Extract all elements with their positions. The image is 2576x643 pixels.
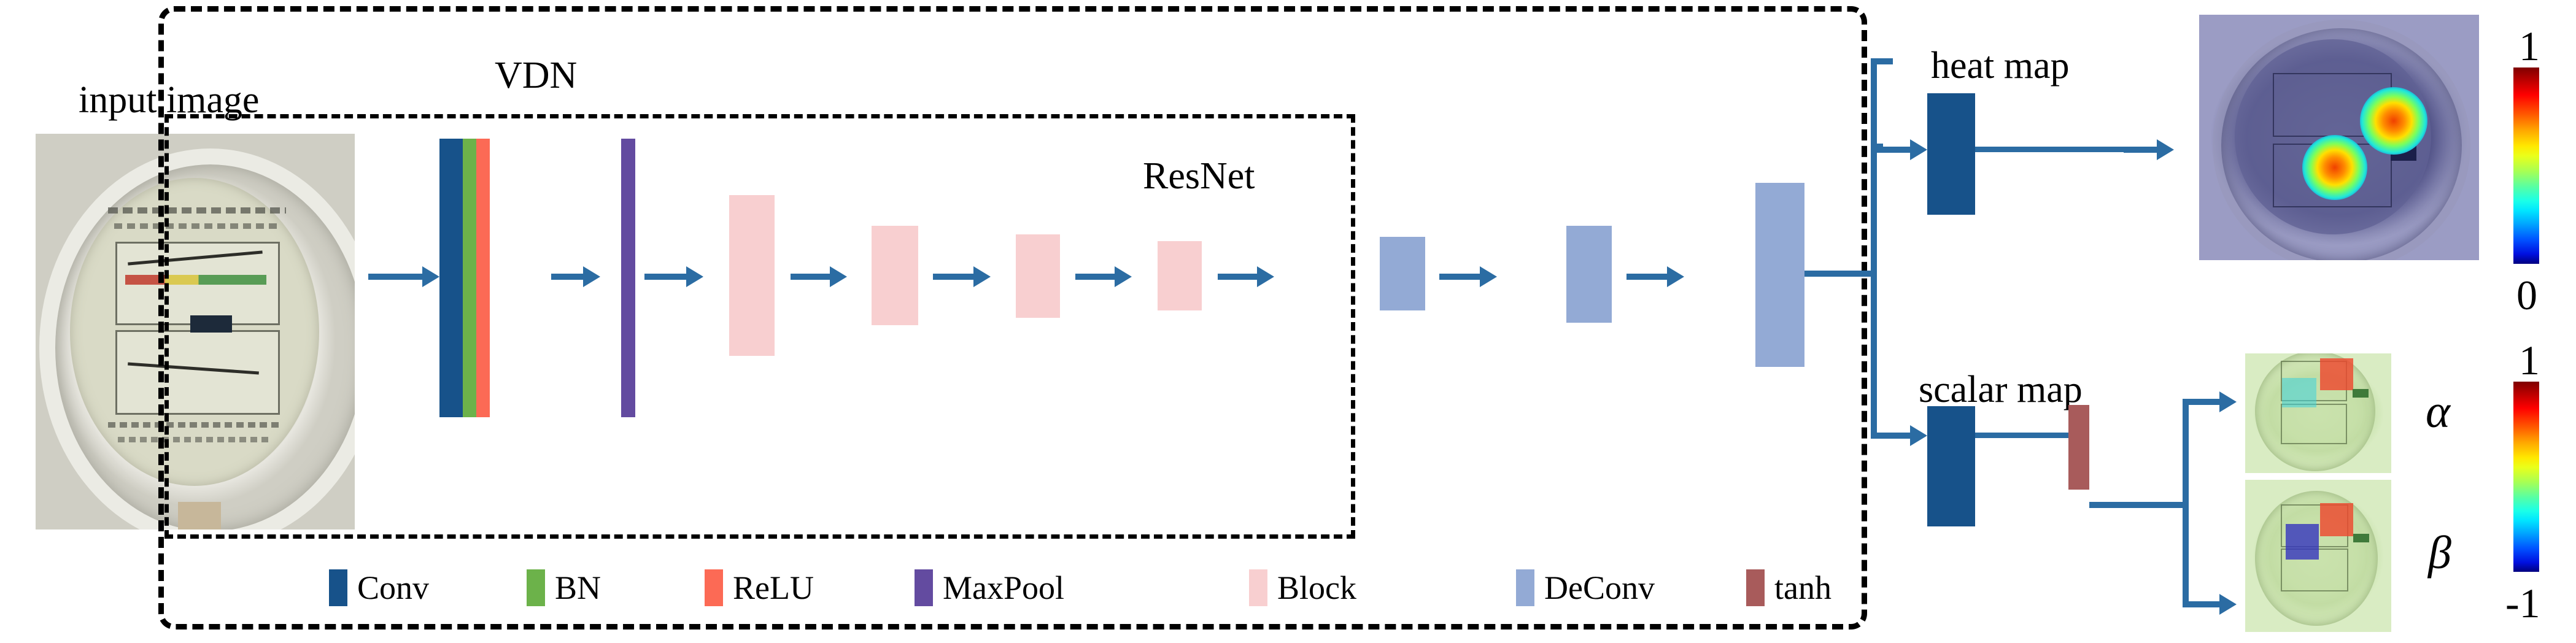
meter-brand-plate: [190, 315, 232, 333]
arrow-to-heat-conv: [1877, 147, 1911, 153]
split-vertical-line: [1871, 58, 1877, 439]
beta-brand-plate: [2353, 534, 2369, 542]
scalar-colorbar-bottom-label: -1: [2505, 580, 2540, 626]
legend-label-deconv: DeConv: [1544, 569, 1655, 606]
scalar-map-conv-block: [1927, 406, 1975, 526]
heat-branch-line: [1871, 58, 1893, 64]
deconv-swatch-icon: [1516, 569, 1534, 606]
heatmap-hotspot-1: [2360, 87, 2427, 155]
scalar-map-label: scalar map: [1919, 369, 2083, 410]
legend-label-block: Block: [1277, 569, 1356, 606]
beta-output-image: [2245, 480, 2391, 632]
stem-relu-block: [476, 139, 490, 417]
alpha-gauge-lower: [2281, 404, 2347, 444]
stem-maxpool-block: [621, 139, 635, 417]
alpha-cyan-patch: [2282, 378, 2316, 407]
alpha-brand-plate: [2353, 389, 2369, 398]
alpha-meter-face: [2255, 353, 2375, 471]
arrow-input-to-conv: [368, 274, 424, 280]
arrow-to-alpha-output: [2183, 399, 2221, 405]
block-swatch-icon: [1249, 569, 1267, 606]
arrow-block4-to-deconv1: [1218, 274, 1258, 280]
legend-item-relu: ReLU: [705, 569, 814, 606]
legend-label-maxpool: MaxPool: [943, 569, 1065, 606]
alpha-symbol-label: α: [2426, 386, 2450, 437]
deconv-block-2: [1566, 226, 1612, 323]
resnet-label: ResNet: [1143, 155, 1255, 197]
arrow-deconv1-to-deconv2: [1439, 274, 1481, 280]
arrow-to-beta-output: [2183, 601, 2221, 607]
scalar-branch-elbow: [1871, 433, 1883, 439]
meter-footer-text: [108, 422, 282, 428]
deconv-block-1: [1380, 237, 1425, 310]
arrow-heat-to-output: [2124, 147, 2158, 153]
resnet-boundary: [164, 114, 1355, 539]
scalar-map-tanh-block: [2068, 405, 2089, 490]
legend-label-tanh: tanh: [1774, 569, 1831, 606]
legend-item-tanh: tanh: [1746, 569, 1831, 606]
arrow-deconv2-to-deconv3: [1626, 274, 1668, 280]
legend-item-conv: Conv: [329, 569, 429, 606]
resnet-block-1: [729, 195, 775, 356]
heat-map-out-line: [1975, 147, 2147, 152]
vdn-boundary: [158, 6, 1867, 630]
stem-conv-block: [439, 139, 463, 417]
meter-header-text-2: [114, 223, 279, 229]
arrow-block3-to-block4: [1075, 274, 1116, 280]
heat-branch-elbow: [1871, 144, 1883, 150]
relu-swatch-icon: [705, 569, 723, 606]
legend-label-relu: ReLU: [733, 569, 814, 606]
meter-header-text: [108, 207, 286, 214]
heat-map-output-image: [2199, 15, 2479, 260]
legend-label-bn: BN: [555, 569, 601, 606]
arrow-block2-to-block3: [933, 274, 975, 280]
meter-footer-text-2: [118, 437, 271, 442]
legend-item-deconv: DeConv: [1516, 569, 1655, 606]
scalar-split-vertical: [2183, 399, 2189, 607]
meter-stand: [178, 502, 221, 529]
stem-bn-block: [463, 139, 476, 417]
resnet-block-3: [1016, 234, 1060, 318]
legend-label-conv: Conv: [357, 569, 430, 606]
resnet-block-2: [872, 226, 918, 325]
arrow-block1-to-block2: [791, 274, 831, 280]
split-trunk-line: [1804, 271, 1877, 277]
scalar-split-line: [2089, 502, 2189, 508]
bn-swatch-icon: [527, 569, 545, 606]
heatmap-colorbar-top-label: 1: [2519, 23, 2540, 69]
beta-red-patch: [2320, 503, 2353, 536]
heatmap-colorbar-bottom-label: 0: [2516, 272, 2537, 318]
alpha-red-patch: [2320, 358, 2353, 390]
heat-map-conv-block: [1927, 93, 1975, 215]
arrow-relu-to-maxpool: [551, 274, 584, 280]
resnet-block-4: [1158, 241, 1202, 310]
tanh-swatch-icon: [1746, 569, 1765, 606]
beta-symbol-label: β: [2428, 527, 2451, 579]
vdn-label: VDN: [495, 55, 578, 96]
legend-item-bn: BN: [527, 569, 601, 606]
deconv-block-3: [1755, 183, 1804, 367]
heatmap-hotspot-2: [2302, 135, 2367, 200]
scalar-conv-to-tanh-line: [1975, 433, 2068, 438]
arrow-to-scalar-conv: [1877, 433, 1911, 439]
legend-item-block: Block: [1249, 569, 1356, 606]
heatmap-colorbar: [2513, 67, 2539, 264]
maxpool-swatch-icon: [915, 569, 933, 606]
scalar-colorbar-top-label: 1: [2519, 337, 2540, 383]
input-image-photo: [36, 134, 355, 529]
alpha-output-image: [2245, 353, 2391, 473]
heat-map-label: heat map: [1931, 45, 2070, 87]
scalar-colorbar: [2513, 382, 2539, 572]
arrow-maxpool-to-block1: [644, 274, 687, 280]
input-image-label: input image: [79, 79, 260, 121]
legend-item-maxpool: MaxPool: [915, 569, 1064, 606]
conv-swatch-icon: [329, 569, 347, 606]
beta-blue-patch: [2286, 524, 2319, 560]
